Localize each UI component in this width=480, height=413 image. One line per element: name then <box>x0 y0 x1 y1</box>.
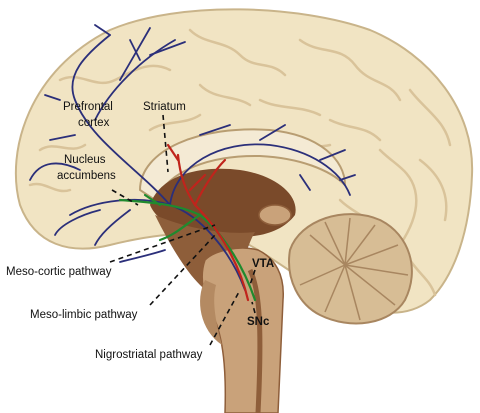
brainstem-canal <box>247 268 263 413</box>
nigrostriatal-pathway <box>166 143 250 302</box>
striatum-label: Striatum <box>143 101 186 113</box>
nucleus-label-line2: accumbens <box>57 170 116 182</box>
mesocortic-leader <box>109 224 216 263</box>
mesocortic-label: Meso-cortic pathway <box>6 266 112 278</box>
striatum-leader <box>162 114 169 173</box>
vta-label: VTA <box>252 258 274 270</box>
cerebellum <box>288 213 413 325</box>
colliculus <box>258 204 292 226</box>
snc-label: SNc <box>247 316 270 328</box>
snc-leader <box>251 301 256 314</box>
leader-lines <box>109 114 256 346</box>
prefrontal-label-line1: Prefrontal <box>63 101 113 113</box>
mesolimbic-pathway <box>118 193 257 302</box>
nigrostriatal-leader <box>209 289 241 346</box>
mesocortic-pathway <box>29 24 356 291</box>
mesolimbic-label: Meso-limbic pathway <box>30 309 138 321</box>
pons <box>200 280 222 345</box>
prefrontal-label-line2: cortex <box>78 117 110 129</box>
vta-leader <box>249 269 256 286</box>
mesolimbic-leader <box>149 234 216 306</box>
nucleus-label-line1: Nucleus <box>64 154 106 166</box>
thalamus <box>150 168 296 237</box>
gyri-folds <box>28 28 452 297</box>
nigrostriatal-label: Nigrostriatal pathway <box>95 349 203 361</box>
